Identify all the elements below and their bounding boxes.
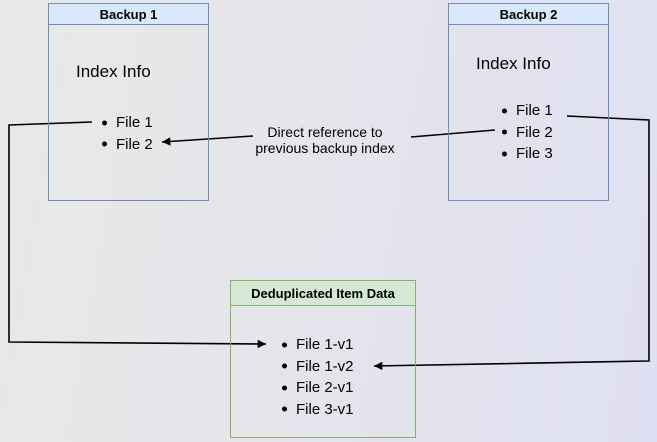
file-item: File 1 <box>102 112 153 134</box>
file-item: File 2 <box>502 122 553 144</box>
file-item: File 3-v1 <box>282 399 354 421</box>
backup1-index-info-label: Index Info <box>76 62 151 81</box>
backup2-index-info-label: Index Info <box>476 54 551 73</box>
backup2-title: Backup 2 <box>449 4 608 25</box>
file-item: File 1-v2 <box>282 356 354 378</box>
dedup-title: Deduplicated Item Data <box>231 281 415 306</box>
backup1-title: Backup 1 <box>49 4 208 25</box>
annotation-line-1: Direct reference to <box>267 124 383 140</box>
file-item: File 2 <box>102 134 153 156</box>
file-item: File 2-v1 <box>282 377 354 399</box>
file-item: File 3 <box>502 143 553 165</box>
file-item: File 1 <box>502 100 553 122</box>
annotation-line-2: previous backup index <box>255 139 395 156</box>
file-item: File 1-v1 <box>282 334 354 356</box>
annotation-direct-reference: Direct reference to previous backup inde… <box>245 124 405 156</box>
